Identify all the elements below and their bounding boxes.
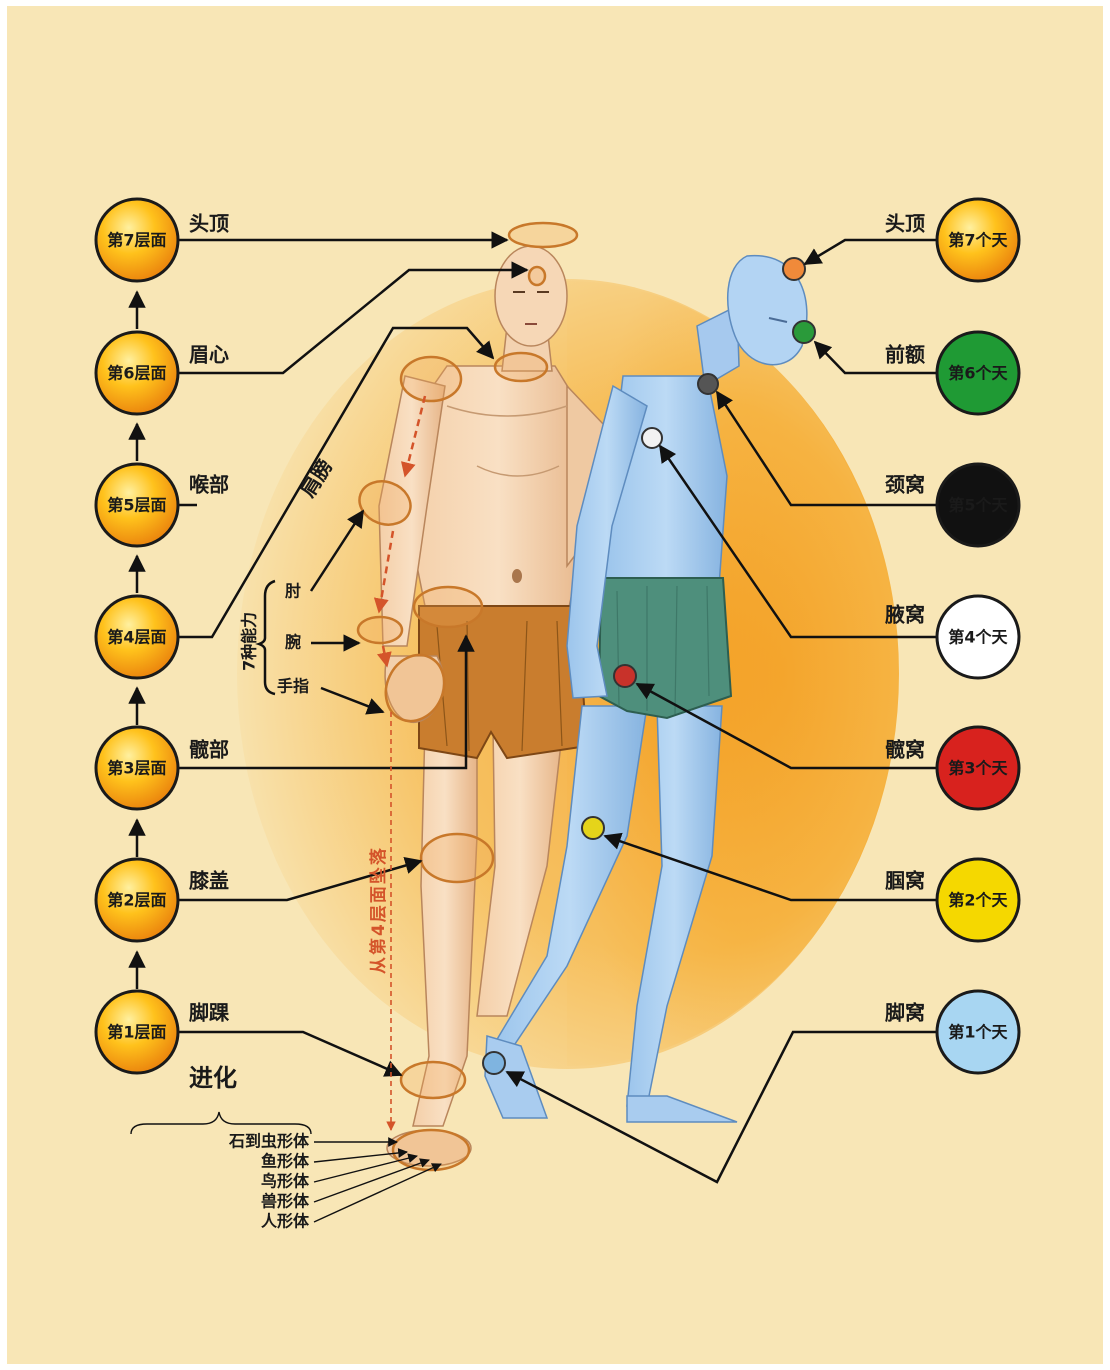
heaven-point-6 — [793, 321, 815, 343]
level-1[interactable]: 第1层面 — [96, 991, 178, 1073]
level-3-part: 髋部 — [189, 738, 229, 762]
heaven-4[interactable]: 第4个天 — [937, 596, 1019, 678]
level-2-label: 第2层面 — [107, 891, 166, 910]
level-5-part: 喉部 — [189, 473, 229, 497]
heaven-5[interactable]: 第5个天 — [937, 464, 1019, 546]
ring-hip — [414, 587, 482, 627]
ability-elbow: 肘 — [285, 582, 301, 601]
heaven-1-label: 第1个天 — [948, 1023, 1008, 1042]
heaven-point-3 — [614, 665, 636, 687]
heaven-6[interactable]: 第6个天 — [937, 332, 1019, 414]
ring-foot — [393, 1130, 469, 1170]
ability-fingers: 手指 — [277, 677, 309, 696]
heaven-2-label: 第2个天 — [948, 891, 1008, 910]
heaven-1-part: 脚窝 — [885, 1001, 925, 1025]
fall-label: 从第4层面坠落 — [368, 846, 389, 974]
level-7[interactable]: 第7层面 — [96, 199, 178, 281]
heaven-1[interactable]: 第1个天 — [937, 991, 1019, 1073]
heaven-point-1 — [483, 1052, 505, 1074]
level-3[interactable]: 第3层面 — [96, 727, 178, 809]
heaven-7-part: 头顶 — [885, 212, 925, 236]
heaven-point-7 — [783, 258, 805, 280]
level-2[interactable]: 第2层面 — [96, 859, 178, 941]
heaven-2-part: 腘窝 — [885, 869, 925, 893]
evolution-title: 进化 — [189, 1064, 237, 1092]
ring-wrist — [358, 617, 402, 643]
abilities-title: 7种能力 — [240, 612, 259, 671]
heaven-4-part: 腋窝 — [885, 603, 925, 627]
heaven-5-part: 颈窝 — [885, 473, 925, 497]
level-7-label: 第7层面 — [107, 231, 166, 250]
ring-ankle — [401, 1062, 465, 1098]
heaven-3[interactable]: 第3个天 — [937, 727, 1019, 809]
heaven-6-part: 前额 — [885, 343, 925, 367]
level-6-part: 眉心 — [189, 343, 229, 367]
ability-wrist: 腕 — [285, 633, 301, 652]
level-6[interactable]: 第6层面 — [96, 332, 178, 414]
level-7-part: 头顶 — [189, 212, 229, 236]
evolution-item-2: 鱼形体 — [261, 1152, 310, 1171]
evolution-item-5: 人形体 — [261, 1212, 310, 1231]
level-5-label: 第5层面 — [107, 496, 166, 515]
ring-crown — [509, 223, 577, 247]
heaven-5-label: 第5个天 — [948, 496, 1008, 515]
heaven-3-label: 第3个天 — [948, 759, 1008, 778]
ring-knee — [421, 834, 493, 882]
evolution-item-3: 鸟形体 — [261, 1172, 310, 1191]
heaven-6-label: 第6个天 — [948, 364, 1008, 383]
heaven-7[interactable]: 第7个天 — [937, 199, 1019, 281]
ring-throat — [495, 353, 547, 381]
evolution-item-1: 石到虫形体 — [228, 1132, 310, 1151]
ring-shoulder — [401, 357, 461, 401]
heaven-4-label: 第4个天 — [948, 628, 1008, 647]
heaven-point-5 — [698, 374, 718, 394]
level-2-part: 膝盖 — [189, 869, 229, 893]
heaven-3-part: 髋窝 — [885, 738, 925, 762]
evolution-item-4: 兽形体 — [261, 1192, 310, 1211]
heaven-point-4 — [642, 428, 662, 448]
ring-brow — [529, 267, 545, 285]
diagram-svg: 第7层面 第6层面 第5层面 第4层面 第3层面 第2层面 第1层面 头顶 眉心… — [7, 6, 1103, 1364]
heaven-2[interactable]: 第2个天 — [937, 859, 1019, 941]
level-1-part: 脚踝 — [189, 1001, 230, 1025]
diagram-canvas: 第7层面 第6层面 第5层面 第4层面 第3层面 第2层面 第1层面 头顶 眉心… — [7, 6, 1103, 1364]
level-4[interactable]: 第4层面 — [96, 596, 178, 678]
heaven-point-2 — [582, 817, 604, 839]
level-4-label: 第4层面 — [107, 628, 166, 647]
level-1-label: 第1层面 — [107, 1023, 166, 1042]
heaven-7-label: 第7个天 — [948, 231, 1008, 250]
level-6-label: 第6层面 — [107, 364, 166, 383]
level-3-label: 第3层面 — [107, 759, 166, 778]
level-5[interactable]: 第5层面 — [96, 464, 178, 546]
